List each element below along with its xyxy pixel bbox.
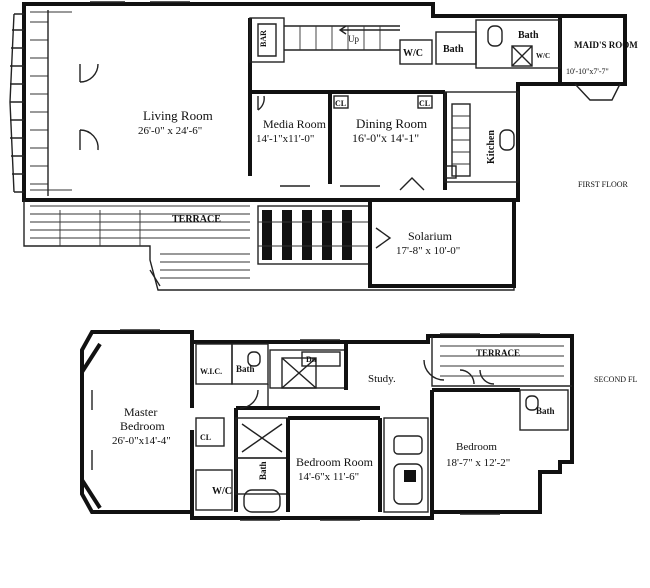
second-closet-label: CL [200, 433, 211, 442]
mid-bath [383, 417, 429, 513]
dining-room-name: Dining Room [356, 116, 427, 131]
bar-stair-strip [249, 17, 400, 63]
kitchen-block [444, 91, 519, 183]
bar-label: BAR [259, 30, 268, 47]
solarium-dims: 17'-8" x 10'-0" [396, 245, 460, 257]
bedroom-room-dims: 14'-6"x 11'-6" [298, 471, 359, 483]
master-bay-wall [80, 342, 102, 510]
first-floor-outer-wall [22, 2, 562, 202]
living-room-door-left [79, 129, 99, 151]
first-bath-1-label: Bath [443, 44, 464, 55]
living-room-dims: 26'-0" x 24'-6" [138, 125, 202, 137]
stairs-down-label: Dn [306, 355, 317, 364]
media-room-walls [250, 90, 332, 184]
mid-bath-label: Bath [258, 461, 268, 480]
terrace-label: TERRACE [172, 214, 221, 225]
master-bedroom-name-line2: Bedroom [120, 419, 165, 433]
terrace-area [23, 200, 515, 291]
master-wic-bath [195, 343, 269, 408]
master-bedroom-dims: 26'-0"x14'-4" [112, 435, 171, 447]
maids-room-name: MAID'S ROOM [574, 40, 638, 50]
maids-room-door [574, 83, 621, 101]
second-floor-window-marks [120, 329, 540, 521]
master-bedroom-name-line1: Master [124, 405, 157, 419]
stairs-up-label: Up [348, 34, 359, 44]
living-room-wall-hatching [30, 10, 49, 196]
kitchen-label: Kitchen [486, 130, 497, 164]
first-floor-wc-bath-block [399, 19, 561, 69]
second-wc-label: W/C [212, 486, 232, 497]
second-floor-terrace [431, 336, 572, 387]
first-bath-2-label: Bath [518, 30, 539, 41]
solarium-name: Solarium [408, 229, 453, 243]
dining-room-dims: 16'-0"x 14'-1" [352, 131, 419, 145]
study-area [344, 344, 445, 390]
bedroom-room-walls [286, 416, 382, 512]
first-floor-labels: Living Room 26'-0" x 24'-6" Media Room 1… [138, 30, 638, 257]
right-bedroom-walls [430, 369, 569, 512]
first-wc-label: W/C [403, 48, 423, 59]
media-room-dims: 14'-1"x11'-0" [256, 133, 314, 145]
first-floor-label: FIRST FLOOR [578, 180, 629, 189]
right-bath-label: Bath [536, 406, 555, 416]
living-room-name: Living Room [143, 108, 213, 123]
second-floor-outer-wall [80, 330, 574, 520]
second-terrace-label: TERRACE [476, 348, 520, 358]
corridor-door [239, 389, 259, 409]
second-floor-labels: Master Bedroom 26'-0"x14'-4" Bedroom Roo… [112, 348, 637, 497]
media-room-name: Media Room [263, 117, 327, 131]
first-floor-plan [9, 1, 627, 291]
maids-room-wall [560, 14, 627, 86]
master-bath-label: Bath [236, 364, 255, 374]
second-floor-label: SECOND FL [594, 375, 637, 384]
living-room-facade-detail [9, 11, 72, 193]
terrace-pergola [257, 205, 371, 265]
bedroom-name: Bedroom [456, 441, 497, 453]
bedroom-dims: 18'-7" x 12'-2" [446, 457, 510, 469]
wic-label: W.I.C. [200, 367, 222, 376]
maids-wc-label: W/C [536, 52, 550, 60]
media-closet-label: CL [335, 99, 346, 108]
living-room-door-left-2 [79, 63, 99, 83]
solarium-walls [368, 200, 516, 288]
second-floor-plan [80, 329, 574, 521]
bedroom-room-name: Bedroom Room [296, 455, 374, 469]
dining-closet-label: CL [419, 99, 430, 108]
study-label: Study. [368, 373, 396, 385]
maids-room-dims: 10'-10"x7'-7" [566, 67, 609, 76]
first-floor-window-marks [90, 1, 380, 187]
